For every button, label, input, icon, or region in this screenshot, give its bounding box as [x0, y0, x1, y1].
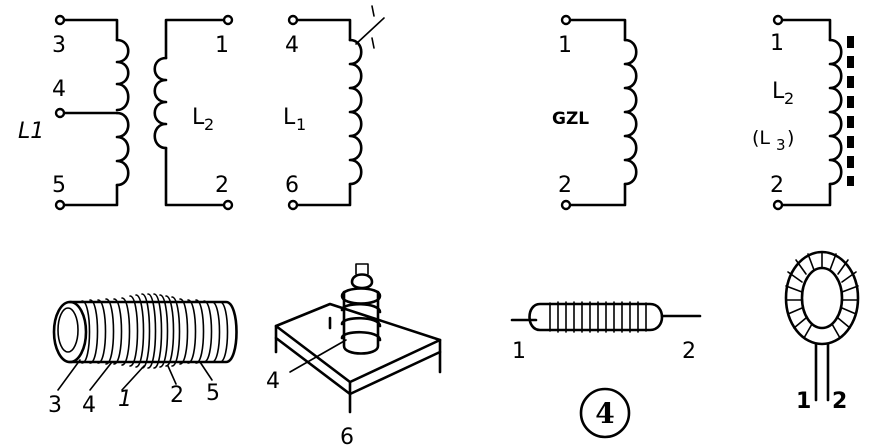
terminal-5	[54, 199, 66, 211]
terminal-1	[772, 14, 784, 26]
wire-bottom	[564, 182, 627, 207]
terminal-6	[287, 199, 299, 211]
wire-bottom	[776, 182, 832, 207]
label-terminal-1: 1	[770, 31, 784, 56]
wire-bottom	[164, 146, 230, 207]
body-windings	[549, 301, 647, 333]
coil-turns	[340, 287, 382, 342]
figure-number-circle	[579, 387, 631, 439]
wire-top	[164, 18, 230, 60]
core-top	[350, 273, 374, 290]
leader-5	[199, 361, 213, 381]
pictorial-cylinder-coil: 3 4 1 2 5	[48, 293, 238, 418]
base-side	[348, 338, 442, 396]
cylinder-body	[68, 300, 238, 364]
core-stem	[355, 263, 369, 275]
terminal-4	[287, 14, 299, 26]
terminal-1	[560, 14, 572, 26]
cylinder-end-inner	[57, 307, 79, 353]
base-top	[274, 302, 442, 384]
label-terminal-4: 4	[52, 77, 66, 102]
leader-1	[121, 365, 145, 391]
label-lead-2: 2	[682, 339, 696, 364]
terminal-3	[54, 14, 66, 26]
label-terminal-4: 4	[285, 33, 299, 58]
cylinder-end	[52, 300, 88, 364]
toroid-windings	[785, 251, 859, 339]
label-lead-4: 4	[266, 369, 280, 394]
pictorial-toroid: 1 2	[784, 250, 860, 414]
pictorial-axial-coil: 1 2	[510, 301, 702, 364]
terminal-2	[222, 199, 234, 211]
label-lead-5: 5	[206, 381, 220, 406]
coil-former	[342, 290, 380, 355]
leader-4	[289, 339, 347, 373]
label-coil-alt: (L	[752, 127, 770, 149]
winding-lines	[81, 293, 229, 369]
label-coil-alt-sub: 3	[776, 136, 786, 154]
label-terminal-1: 1	[558, 33, 572, 58]
adjust-mark-1	[371, 5, 375, 17]
base-front	[274, 324, 352, 396]
schematic-l2: 1 2 L 2	[153, 14, 234, 211]
label-lead-4: 4	[82, 393, 96, 418]
terminal-1	[222, 14, 234, 26]
leader-3	[57, 359, 81, 391]
schematic-gzl: 1 2 GZL	[552, 14, 638, 211]
coil-lower	[115, 111, 130, 187]
coil	[623, 38, 638, 186]
leader-2	[167, 365, 177, 385]
label-lead-1: 1	[796, 389, 811, 414]
label-coil-l1: L1	[18, 119, 44, 144]
schematic-l2-core: 1 2 L 2 (L 3 )	[752, 14, 854, 211]
label-coil-sub: 1	[296, 115, 306, 134]
pictorial-base-coil: 4 6	[266, 263, 442, 447]
terminal-2	[560, 199, 572, 211]
adjust-arrow	[355, 17, 385, 45]
label-terminal-1: 1	[215, 33, 229, 58]
wire-top	[291, 18, 352, 42]
wire-bottom	[291, 182, 352, 207]
wire-bottom	[58, 183, 119, 207]
label-lead-3: 3	[48, 393, 62, 418]
label-coil-alt-close: )	[787, 127, 794, 149]
label-coil-l: L	[192, 105, 205, 130]
schematic-l1-tapped: 3 4 5 L1	[18, 14, 130, 211]
wire-top	[58, 18, 119, 42]
label-lead-1: 1	[118, 387, 132, 412]
figure-number: 4	[579, 387, 631, 439]
adjust-mark-2	[371, 37, 375, 49]
coil	[153, 56, 168, 150]
body-outline	[528, 302, 664, 332]
wire-top	[564, 18, 627, 42]
label-coil-sub: 2	[784, 89, 794, 108]
label-terminal-2: 2	[215, 173, 229, 198]
leader-4	[89, 361, 113, 391]
label-terminal-3: 3	[52, 33, 66, 58]
label-terminal-6: 6	[285, 173, 299, 198]
label-coil-sub: 2	[204, 115, 214, 134]
label-lead-2: 2	[832, 389, 847, 414]
label-lead-2: 2	[170, 383, 184, 408]
label-coil-l: L	[772, 79, 785, 104]
label-terminal-2: 2	[558, 173, 572, 198]
terminal-2	[772, 199, 784, 211]
coil	[828, 38, 843, 186]
wire-top	[776, 18, 832, 42]
label-coil-l: L	[283, 105, 296, 130]
label-lead-6: 6	[340, 425, 354, 447]
label-terminal-5: 5	[52, 173, 66, 198]
core-dashes	[847, 36, 854, 186]
label-lead-1: 1	[512, 339, 526, 364]
schematic-l1-adjustable: 4 6 L 1	[283, 5, 385, 211]
label-coil-gzl: GZL	[552, 109, 589, 129]
coil	[348, 38, 363, 186]
coil-upper	[115, 38, 130, 112]
figure-number-text: 4	[595, 397, 614, 430]
label-terminal-2: 2	[770, 173, 784, 198]
toroid-inner	[800, 266, 844, 330]
terminal-4	[54, 107, 66, 119]
